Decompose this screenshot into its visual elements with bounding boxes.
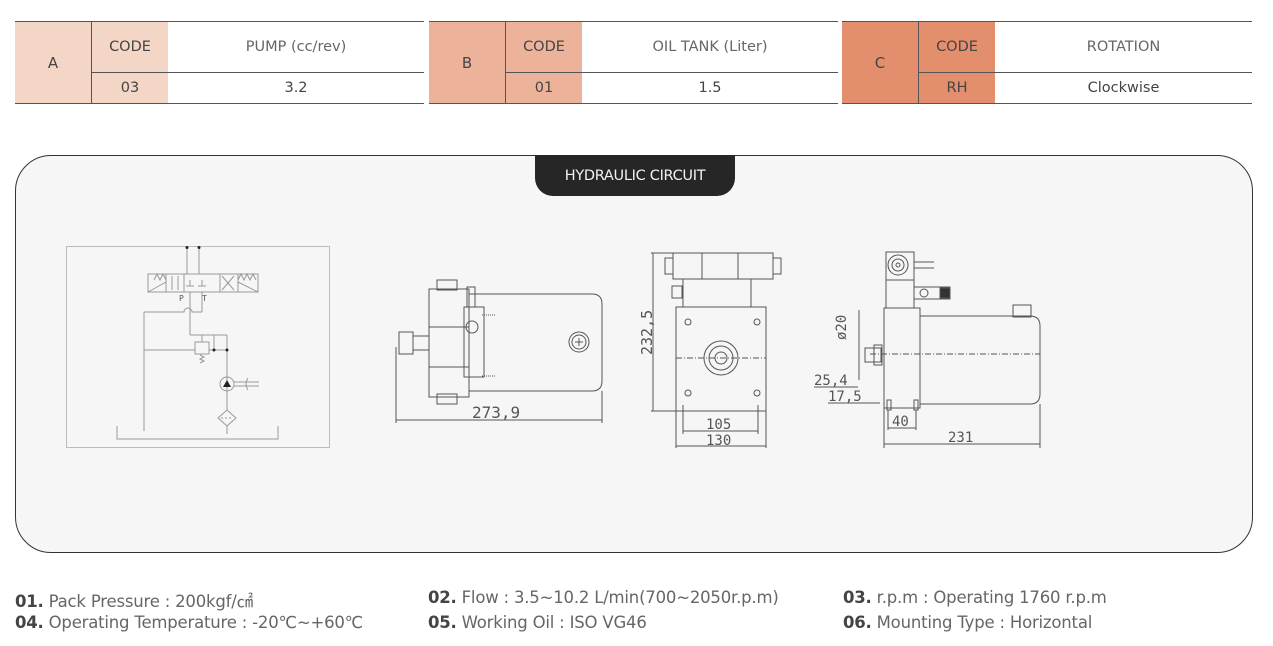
option-table-pump: A CODE PUMP (cc/rev) 03 3.2 — [15, 21, 424, 104]
spec-item: 01.Pack Pressure : 200kgf/㎠ — [15, 588, 253, 612]
pump-value: 3.2 — [168, 73, 424, 103]
dimension-231: 231 — [948, 430, 973, 446]
spec-text: Working Oil : ISO VG46 — [461, 613, 647, 632]
dimension-outer-width: 130 — [706, 433, 731, 449]
option-letter: A — [15, 22, 92, 103]
dimension-length: 273,9 — [472, 403, 520, 422]
spec-number: 06. — [843, 613, 872, 632]
t-port-label: T — [202, 294, 207, 303]
dimension-17-5: 17,5 — [828, 389, 862, 405]
spec-text: Operating Temperature : -20℃~+60℃ — [48, 613, 364, 632]
spec-number: 04. — [15, 613, 44, 632]
rotation-code: RH — [919, 73, 995, 103]
oil-tank-header: OIL TANK (Liter) — [582, 22, 838, 72]
spec-item: 05.Working Oil : ISO VG46 — [428, 613, 647, 632]
spec-number: 02. — [428, 588, 457, 607]
front-view-drawing: 232,5 105 130 — [638, 252, 782, 449]
pump-code: 03 — [92, 73, 168, 103]
relief-valve-symbol — [194, 341, 210, 355]
side-view-drawing: 273,9 — [395, 279, 603, 423]
code-header: CODE — [92, 22, 168, 72]
spec-text: Pack Pressure : 200kgf/㎠ — [48, 592, 253, 611]
dimension-diameter: ø20 — [834, 315, 850, 340]
spec-number: 05. — [428, 613, 457, 632]
spec-text: Flow : 3.5~10.2 L/min(700~2050r.p.m) — [461, 588, 779, 607]
spec-text: r.p.m : Operating 1760 r.p.m — [876, 588, 1107, 607]
hydraulic-circuit-panel — [15, 155, 1253, 553]
option-table-rotation: C CODE ROTATION RH Clockwise — [842, 21, 1252, 104]
tank-symbol — [116, 426, 279, 440]
dimension-25-4: 25,4 — [814, 373, 848, 389]
dimension-40: 40 — [892, 414, 909, 430]
spec-item: 04.Operating Temperature : -20℃~+60℃ — [15, 613, 363, 632]
code-header: CODE — [506, 22, 582, 72]
panel-title: HYDRAULIC CIRCUIT — [535, 155, 735, 196]
code-header: CODE — [919, 22, 995, 72]
rotation-value: Clockwise — [995, 73, 1252, 103]
option-table-oil-tank: B CODE OIL TANK (Liter) 01 1.5 — [429, 21, 838, 104]
oil-tank-code: 01 — [506, 73, 582, 103]
dimension-inner-width: 105 — [706, 417, 731, 433]
spec-item: 06.Mounting Type : Horizontal — [843, 613, 1092, 632]
spec-number: 01. — [15, 592, 44, 611]
pump-header: PUMP (cc/rev) — [168, 22, 424, 72]
spec-number: 03. — [843, 588, 872, 607]
spec-item: 02.Flow : 3.5~10.2 L/min(700~2050r.p.m) — [428, 588, 779, 607]
rotation-header: ROTATION — [995, 22, 1252, 72]
dimension-height: 232,5 — [638, 310, 656, 355]
p-port-label: P — [179, 294, 184, 303]
end-view-drawing: ø20 25,4 17,5 40 231 — [814, 251, 1041, 448]
directional-valve-symbol — [147, 272, 259, 293]
option-letter: C — [842, 22, 919, 103]
spec-item: 03.r.p.m : Operating 1760 r.p.m — [843, 588, 1107, 607]
option-letter: B — [429, 22, 506, 103]
hydraulic-schematic: P T — [66, 246, 330, 448]
spec-text: Mounting Type : Horizontal — [876, 613, 1093, 632]
oil-tank-value: 1.5 — [582, 73, 838, 103]
